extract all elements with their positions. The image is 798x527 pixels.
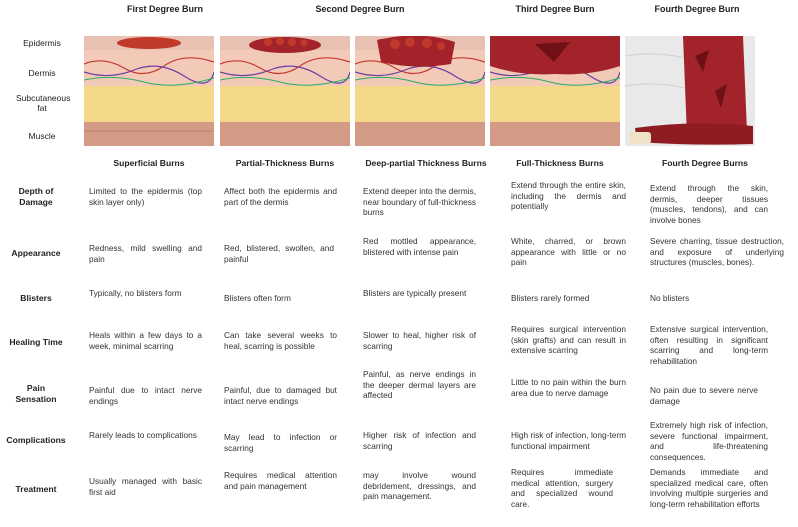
cell-healing-deep-partial: Slower to heal, higher risk of scarring	[363, 330, 476, 351]
stage-header-second: Second Degree Burn	[315, 4, 405, 14]
panel-second-degree-a	[220, 36, 350, 146]
cell-complications-fourth: Extremely high risk of infection, severe…	[650, 420, 768, 462]
cell-blisters-fourth: No blisters	[650, 293, 690, 303]
cell-appearance-deep-partial: Red mottled appearance, blistered with i…	[363, 236, 476, 257]
cell-treatment-partial: Requires medical attention and pain mana…	[224, 470, 337, 491]
cell-treatment-deep-partial: may involve wound debridement, dressings…	[363, 470, 476, 501]
stage-header-third: Third Degree Burn	[515, 4, 595, 14]
cell-appearance-partial: Red, blistered, swollen, and painful	[224, 243, 334, 264]
cell-healing-full: Requires surgical intervention (skin gra…	[511, 324, 626, 355]
panel-fourth-degree	[625, 36, 755, 146]
stage-header-first: First Degree Burn	[126, 4, 204, 14]
panel-third-degree	[490, 36, 620, 146]
cell-blisters-full: Blisters rarely formed	[511, 293, 590, 303]
cell-appearance-full: White, charred, or brown appearance with…	[511, 236, 626, 267]
cell-complications-deep-partial: Higher risk of infection and scarring	[363, 430, 476, 451]
column-header-superficial: Superficial Burns	[113, 158, 185, 168]
row-header-appearance: Appearance	[11, 248, 61, 258]
cell-depth-fourth: Extend through the skin, dermis, deeper …	[650, 183, 768, 225]
panel-second-degree-b	[355, 36, 485, 146]
cell-treatment-fourth: Demands immediate and specialized medica…	[650, 467, 768, 509]
cell-depth-full: Extend through the entire skin, includin…	[511, 180, 626, 211]
cell-healing-partial: Can take several weeks to heal, scarring…	[224, 330, 337, 351]
column-header-deep-partial: Deep-partial Thickness Burns	[365, 158, 487, 168]
row-header-complications: Complications	[6, 435, 66, 445]
cell-treatment-superficial: Usually managed with basic first aid	[89, 476, 202, 497]
cell-pain-superficial: Painful due to intact nerve endings	[89, 385, 202, 406]
layer-label-dermis: Dermis	[28, 68, 56, 78]
cell-blisters-partial: Blisters often form	[224, 293, 291, 303]
layer-label-fat: Subcutaneous fat	[16, 93, 71, 113]
layer-label-epidermis: Epidermis	[23, 38, 61, 48]
cell-treatment-full: Requires immediate medical attention, su…	[511, 467, 613, 509]
cell-healing-fourth: Extensive surgical intervention, often r…	[650, 324, 768, 366]
cell-pain-deep-partial: Painful, as nerve endings in the deeper …	[363, 369, 476, 400]
row-header-blisters: Blisters	[20, 293, 52, 303]
cell-pain-full: Little to no pain within the burn area d…	[511, 377, 626, 398]
row-header-healing-time: Healing Time	[9, 337, 63, 347]
cell-complications-partial: May lead to infection or scarring	[224, 432, 337, 453]
cell-depth-partial: Affect both the epidermis and part of th…	[224, 186, 337, 207]
cell-depth-superficial: Limited to the epidermis (top skin layer…	[89, 186, 202, 207]
cell-blisters-deep-partial: Blisters are typically present	[363, 288, 467, 298]
cell-blisters-superficial: Typically, no blisters form	[89, 288, 182, 298]
cell-healing-superficial: Heals within a few days to a week, minim…	[89, 330, 202, 351]
cell-pain-fourth: No pain due to severe nerve damage	[650, 385, 758, 406]
layer-label-muscle: Muscle	[28, 131, 56, 141]
row-header-treatment: Treatment	[15, 484, 57, 494]
panel-first-degree	[84, 36, 214, 146]
column-header-full-thickness: Full-Thickness Burns	[516, 158, 604, 168]
column-header-partial-thickness: Partial-Thickness Burns	[235, 158, 335, 168]
cell-appearance-superficial: Redness, mild swelling and pain	[89, 243, 202, 264]
row-header-pain-sensation: Pain Sensation	[15, 383, 57, 404]
cell-pain-partial: Painful, due to damaged but intact nerve…	[224, 385, 337, 406]
cell-complications-full: High risk of infection, long-term functi…	[511, 430, 626, 451]
cell-depth-deep-partial: Extend deeper into the dermis, near boun…	[363, 186, 476, 217]
cell-appearance-fourth: Severe charring, tissue destruction, and…	[650, 236, 784, 267]
column-header-fourth-degree: Fourth Degree Burns	[662, 158, 748, 168]
stage-header-fourth: Fourth Degree Burn	[654, 4, 740, 14]
cell-complications-superficial: Rarely leads to complications	[89, 430, 197, 440]
row-header-depth: Depth of Damage	[18, 186, 54, 207]
